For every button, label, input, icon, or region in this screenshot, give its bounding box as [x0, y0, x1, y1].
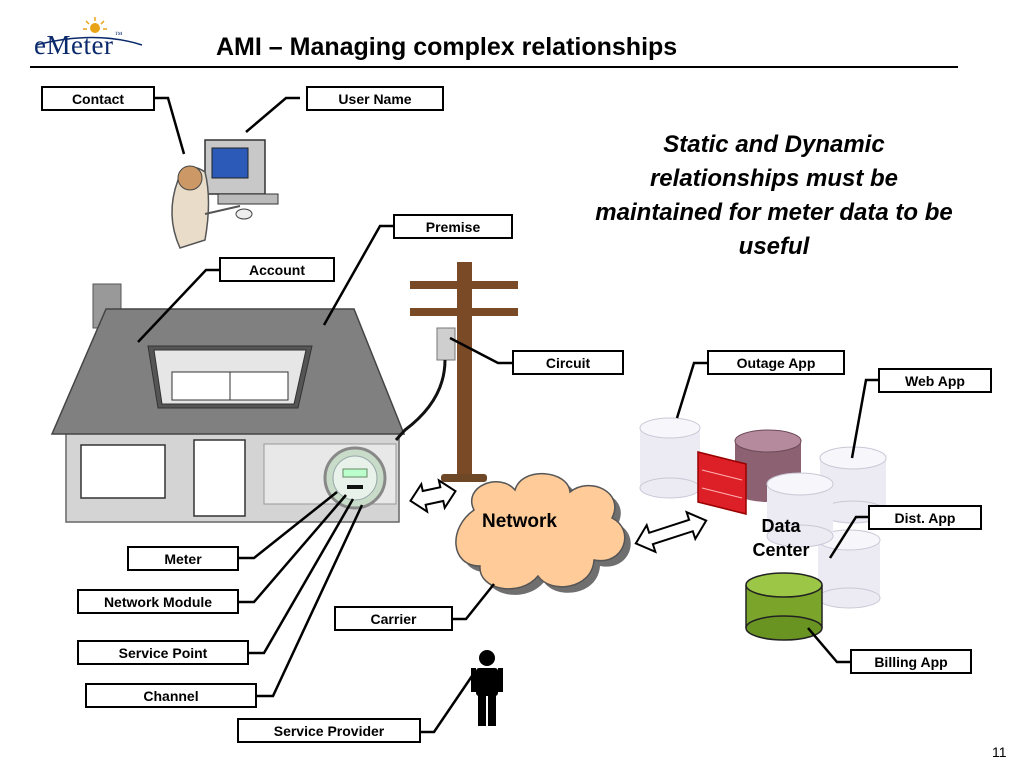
label-outage-app: Outage App: [707, 350, 845, 375]
label-premise: Premise: [393, 214, 513, 239]
network-label: Network: [482, 511, 557, 532]
label-account: Account: [219, 257, 335, 282]
label-circuit: Circuit: [512, 350, 624, 375]
callout-text: Static and Dynamic relationships must be…: [595, 131, 953, 260]
computer-user-icon: [171, 139, 279, 249]
page-number: 11: [992, 744, 1007, 760]
label-channel: Channel: [85, 683, 257, 708]
firewall-icon: [697, 451, 747, 515]
logo-text: eMeter: [34, 30, 114, 60]
mid-db-icon: [766, 472, 834, 548]
logo-sun-icon: [35, 17, 143, 46]
title-rule: [30, 66, 958, 68]
label-user-name: User Name: [306, 86, 444, 111]
billing-db-icon: [745, 572, 823, 641]
label-web-app: Web App: [878, 368, 992, 393]
network-cloud-icon: [455, 473, 631, 595]
dist-db-icon: [817, 529, 881, 609]
meter-icon: [323, 446, 387, 510]
network-datacenter-arrow-icon: [634, 510, 708, 554]
label-network-module: Network Module: [77, 589, 239, 614]
data-center-line2: Center: [752, 540, 810, 560]
data-center-label: Data Center: [740, 514, 822, 562]
connector-lines: [137, 96, 878, 734]
slide-title: AMI – Managing complex relationships: [216, 33, 678, 61]
logo-trademark: ™: [114, 30, 123, 39]
label-service-point: Service Point: [77, 640, 249, 665]
data-center-line1: Data: [761, 516, 801, 536]
label-meter: Meter: [127, 546, 239, 571]
label-contact: Contact: [41, 86, 155, 111]
label-dist-app: Dist. App: [868, 505, 982, 530]
label-carrier: Carrier: [334, 606, 453, 631]
label-service-provider: Service Provider: [237, 718, 421, 743]
label-billing-app: Billing App: [850, 649, 972, 674]
house-network-arrow-icon: [409, 478, 457, 514]
utility-pole-icon: [394, 262, 518, 482]
person-icon: [471, 650, 503, 726]
outage-db-icon: [639, 417, 701, 499]
emeter-logo: eMeter™: [34, 30, 123, 61]
